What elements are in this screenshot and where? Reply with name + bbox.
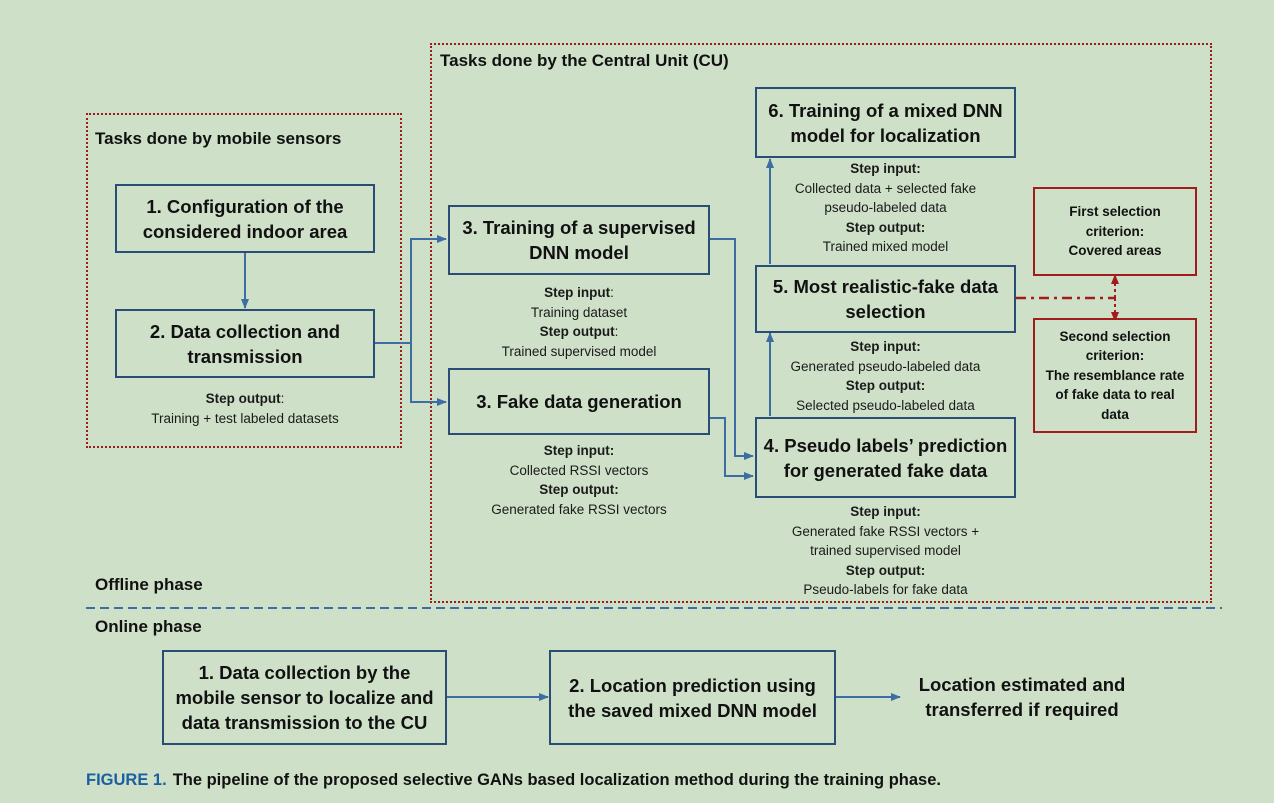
step4-note: Step input: Generated fake RSSI vectors …: [745, 502, 1026, 600]
step2-note: Step output: Training + test labeled dat…: [115, 389, 375, 428]
second-criterion-line2: criterion:: [1085, 348, 1145, 364]
step2-data-collection-label: 2. Data collection and transmission: [149, 320, 341, 367]
step4-pseudo-labels-box: 4. Pseudo labels’ prediction for generat…: [755, 417, 1016, 498]
step3-fake-input-value: Collected RSSI vectors: [509, 462, 649, 478]
first-criterion-box: First selection criterion: Covered areas: [1033, 187, 1197, 276]
step6-mixed-dnn-label: 6. Training of a mixed DNN model for loc…: [768, 99, 1003, 146]
step3-training-label: 3. Training of a supervised DNN model: [462, 217, 696, 263]
step2-output-value: Training + test labeled datasets: [151, 410, 339, 426]
step3-training-output-value: Trained supervised model: [501, 343, 657, 359]
arrow-3b-to-4: [710, 417, 754, 480]
step3-training-output-colon: :: [614, 324, 619, 339]
step1-configuration-label: 1. Configuration of the considered indoo…: [142, 195, 348, 242]
mobile-region: [86, 113, 402, 448]
first-criterion-line3: Covered areas: [1068, 243, 1162, 259]
step3-fake-generation-box: 3. Fake data generation: [448, 368, 710, 435]
step3-training-input-value: Training dataset: [530, 304, 628, 320]
step3-fake-generation-note: Step input: Collected RSSI vectors Step …: [448, 441, 710, 519]
step2-data-collection-box: 2. Data collection and transmission: [115, 309, 375, 378]
step5-selection-label: 5. Most realistic-fake data selection: [772, 276, 999, 322]
offline-phase-label: Offline phase: [95, 575, 203, 594]
step3-training-input-label: Step input: [544, 285, 611, 300]
step4-pseudo-labels-label: 4. Pseudo labels’ prediction for generat…: [763, 434, 1008, 481]
step2-output-label: Step output: [205, 391, 281, 406]
step3-fake-output-value: Generated fake RSSI vectors: [491, 501, 667, 517]
step3-fake-input-label: Step input:: [543, 443, 615, 458]
step6-input-line1: Collected data + selected fake: [794, 180, 977, 196]
online-step1-box: 1. Data collection by the mobile sensor …: [162, 650, 447, 745]
step3-training-box: 3. Training of a supervised DNN model: [448, 205, 710, 275]
step3-training-output-label: Step output: [539, 324, 615, 339]
step6-input-label: Step input:: [850, 161, 921, 176]
online-phase-label: Online phase: [95, 617, 202, 636]
online-step2-label: 2. Location prediction using the saved m…: [568, 674, 817, 721]
step5-input-label: Step input:: [850, 339, 921, 354]
cu-region: [430, 43, 1212, 603]
arrow-2-to-3b: [410, 343, 447, 406]
first-criterion-line2: criterion:: [1085, 223, 1145, 239]
figure-caption-label: FIGURE 1.: [86, 771, 167, 789]
step3-training-note: Step input: Training dataset Step output…: [448, 283, 710, 361]
step5-input-value: Generated pseudo-labeled data: [790, 358, 981, 374]
step5-selection-box: 5. Most realistic-fake data selection: [755, 265, 1016, 333]
first-criterion-line1: First selection: [1069, 204, 1161, 220]
cu-region-title: Tasks done by the Central Unit (CU): [440, 51, 729, 70]
second-criterion-line4: of fake data to real: [1055, 387, 1175, 403]
step3-fake-generation-label: 3. Fake data generation: [476, 391, 682, 412]
figure-caption: FIGURE 1. The pipeline of the proposed se…: [86, 771, 941, 790]
mobile-region-title: Tasks done by mobile sensors: [95, 129, 342, 148]
arrow-3a-to-4: [710, 238, 754, 460]
step2-output-colon: :: [280, 391, 285, 406]
step6-note: Step input: Collected data + selected fa…: [755, 159, 1016, 257]
step4-output-label: Step output:: [845, 562, 926, 578]
step6-input-line2: pseudo-labeled data: [824, 200, 947, 215]
step6-output-value: Trained mixed model: [822, 239, 949, 254]
step5-output-value: Selected pseudo-labeled data: [796, 397, 975, 413]
step4-input-line1: Generated fake RSSI vectors +: [791, 523, 980, 539]
arrow-2-to-3a: [375, 235, 447, 344]
step4-output-value: Pseudo-labels for fake data: [803, 582, 968, 597]
step4-input-line2: trained supervised model: [810, 543, 961, 558]
online-step1-label: 1. Data collection by the mobile sensor …: [175, 662, 434, 733]
step6-mixed-dnn-box: 6. Training of a mixed DNN model for loc…: [755, 87, 1016, 158]
second-criterion-box: Second selection criterion: The resembla…: [1033, 318, 1197, 433]
step3-training-input-colon: :: [610, 285, 614, 300]
figure-caption-text: The pipeline of the proposed selective G…: [172, 771, 941, 789]
step5-note: Step input: Generated pseudo-labeled dat…: [755, 337, 1016, 415]
step5-output-label: Step output:: [845, 378, 926, 393]
second-criterion-line3: The resemblance rate: [1045, 367, 1185, 383]
online-result-label: Location estimated and transferred if re…: [918, 674, 1126, 720]
step4-input-label: Step input:: [850, 504, 921, 519]
second-criterion-line5: data: [1101, 406, 1129, 422]
online-step2-box: 2. Location prediction using the saved m…: [549, 650, 836, 745]
second-criterion-line1: Second selection: [1059, 328, 1171, 344]
step1-configuration-box: 1. Configuration of the considered indoo…: [115, 184, 375, 253]
step3-fake-output-label: Step output:: [539, 482, 619, 497]
online-result-text: Location estimated and transferred if re…: [906, 663, 1138, 731]
step6-output-label: Step output:: [845, 219, 926, 235]
